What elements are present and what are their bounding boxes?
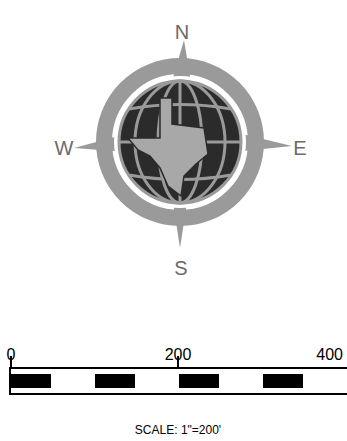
texas-silhouette [128,98,208,196]
globe [119,81,241,203]
compass-letter: N [175,22,189,42]
scale-segment [263,374,303,388]
scale-number: 0 [7,347,16,363]
scale-segment [11,374,51,388]
scale-number: 400 [316,347,343,363]
scale-segment [179,374,219,388]
compass-letter: S [174,258,187,278]
scale-segment [305,374,345,388]
scale-segment [53,374,93,388]
scale-segment [95,374,135,388]
globe-grid [119,81,241,203]
compass-rose [74,40,292,248]
compass-letter: W [55,138,74,158]
scale-number: 200 [165,347,192,363]
globe-halo [114,76,246,208]
scale-caption: SCALE: 1"=200' [135,424,221,436]
compass-ring [104,66,256,218]
scale-segment [137,374,177,388]
compass-letter: E [293,138,306,158]
scale-segment [221,374,261,388]
